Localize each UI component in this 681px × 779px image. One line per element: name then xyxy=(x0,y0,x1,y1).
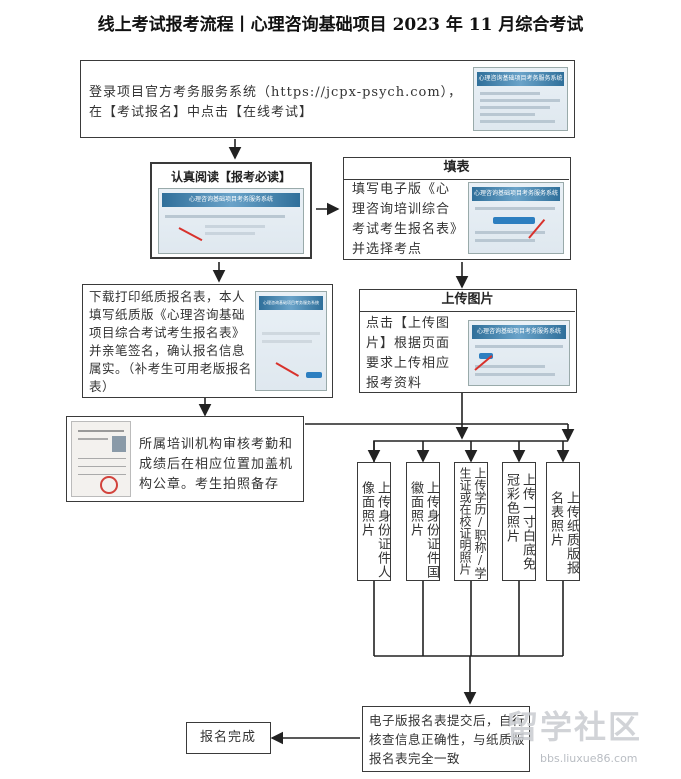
step6-text: 所属培训机构审核考勤和成绩后在相应位置加盖机构公章。考生拍照备存 xyxy=(139,437,294,492)
step2-screenshot: 心理咨询基础项目考务服务系统 xyxy=(158,188,304,254)
thumb-banner: 心理咨询基础项目考务服务系统 xyxy=(477,72,564,86)
final-text: 报名完成 xyxy=(199,730,256,745)
step1-text: 登录项目官方考务服务系统（https://jcpx-psych.com），在【考… xyxy=(89,85,463,120)
step4-screenshot: 心理咨询基础项目考务服务系统 xyxy=(255,291,327,391)
upload-photo: 上传一寸白底免冠彩色照片 xyxy=(502,462,536,581)
seal-icon xyxy=(100,476,118,494)
watermark-url: bbs.liuxue86.com xyxy=(540,752,638,765)
upload-paper-form: 上传纸质版报名表照片 xyxy=(546,462,580,581)
step6-box: 所属培训机构审核考勤和成绩后在相应位置加盖机构公章。考生拍照备存 xyxy=(66,416,304,502)
step7-text: 电子版报名表提交后，自行核查信息正确性，与纸质版报名表完全一致 xyxy=(369,713,526,766)
step7-box: 电子版报名表提交后，自行核查信息正确性，与纸质版报名表完全一致 xyxy=(362,706,530,772)
step3-header: 填表 xyxy=(344,158,569,180)
step2-header: 认真阅读【报考必读】 xyxy=(170,170,291,184)
final-box: 报名完成 xyxy=(186,722,271,754)
step3-text: 填写电子版《心理咨询培训综合考试考生报名表》并选择考点 xyxy=(352,182,458,257)
upload-education: 上传学历/职称/学生证或在校证明照片 xyxy=(454,462,488,581)
step5-screenshot: 心理咨询基础项目考务服务系统 xyxy=(468,320,570,386)
step2-box: 认真阅读【报考必读】 心理咨询基础项目考务服务系统 xyxy=(150,162,312,259)
step1-box: 登录项目官方考务服务系统（https://jcpx-psych.com），在【考… xyxy=(80,60,575,138)
step5-text: 点击【上传图片】根据页面要求上传相应报考资料 xyxy=(366,316,451,391)
step5-header: 上传图片 xyxy=(360,290,575,312)
page-title: 线上考试报考流程丨心理咨询基础项目 2023 年 11 月综合考试 xyxy=(97,15,584,35)
upload-id-front: 上传身份证件人像面照片 xyxy=(357,462,391,581)
step4-box: 下载打印纸质报名表，本人填写纸质版《心理咨询基础项目综合考试考生报名表》并亲笔签… xyxy=(82,284,333,398)
step1-screenshot: 心理咨询基础项目考务服务系统 xyxy=(473,67,568,131)
step5-box: 上传图片 点击【上传图片】根据页面要求上传相应报考资料 心理咨询基础项目考务服务… xyxy=(359,289,577,393)
step3-screenshot: 心理咨询基础项目考务服务系统 xyxy=(468,182,564,254)
step3-box: 填表 填写电子版《心理咨询培训综合考试考生报名表》并选择考点 心理咨询基础项目考… xyxy=(343,157,571,260)
upload-id-back: 上传身份证件国徽面照片 xyxy=(406,462,440,581)
step4-text: 下载打印纸质报名表，本人填写纸质版《心理咨询基础项目综合考试考生报名表》并亲笔签… xyxy=(89,289,252,394)
watermark-logo: 留学社区 xyxy=(506,708,643,746)
stamped-form-photo xyxy=(71,421,131,497)
